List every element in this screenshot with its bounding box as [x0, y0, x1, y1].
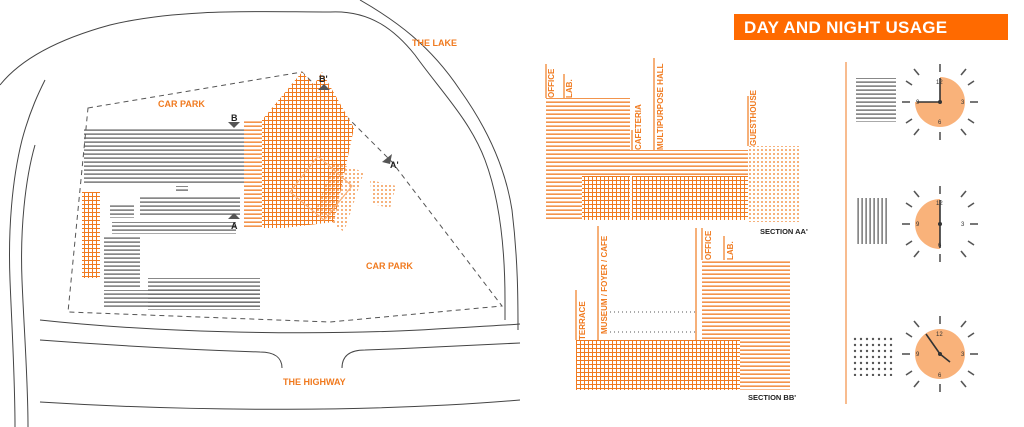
lake-label: THE LAKE	[412, 38, 457, 48]
clock-3-n6: 6	[938, 373, 942, 379]
clock-2-n3: 3	[961, 222, 965, 228]
aa-office-label: OFFICE	[547, 68, 556, 98]
clock-2: 12 3 6 9	[902, 186, 978, 262]
clock-3-n3: 3	[961, 352, 965, 358]
section-aa-caption: SECTION AA'	[760, 227, 808, 236]
clock-1-n12: 12	[936, 80, 943, 86]
clock-3-n9: 9	[916, 352, 920, 358]
section-bb: TERRACE MUSEUM / FOYER / CAFE OFFICE LAB…	[575, 226, 796, 402]
clock-2-n9: 9	[916, 222, 920, 228]
clock-3-n12: 12	[936, 332, 943, 338]
aa-cafeteria-label: CAFETERIA	[634, 104, 643, 150]
aa-lab-label: LAB.	[565, 79, 574, 98]
site-plan: B A B' A' THE LAKE CAR PARK CAR PARK THE…	[0, 0, 521, 427]
clock-2-n6: 6	[938, 243, 942, 249]
clock-3: 12 3 6 9	[902, 316, 978, 392]
clock-2-sector	[915, 199, 940, 249]
bb-terrace-label: TERRACE	[578, 301, 587, 340]
car-park-right-label: CAR PARK	[366, 261, 413, 271]
terrain-contours	[0, 0, 519, 427]
marker-a: A	[231, 221, 238, 231]
legend-pattern-horizontal	[856, 78, 896, 122]
clock-1-n3: 3	[961, 100, 965, 106]
aa-guesthouse-label: GUESTHOUSE	[749, 89, 758, 146]
section-markers	[228, 84, 392, 219]
section-bb-caption: SECTION BB'	[748, 393, 796, 402]
clock-2-n12: 12	[936, 201, 943, 207]
bb-museum-label: MUSEUM / FOYER / CAFE	[600, 235, 609, 334]
clock-1-n9: 9	[916, 100, 920, 106]
title-banner: DAY AND NIGHT USAGE	[734, 14, 1008, 40]
bb-lab-label: LAB.	[726, 241, 735, 260]
highway	[39, 319, 521, 410]
building-footprint	[82, 72, 396, 278]
legend-pattern-dots	[852, 336, 894, 376]
page-title: DAY AND NIGHT USAGE	[744, 18, 948, 37]
clock-1: 12 3 6 9	[902, 64, 978, 140]
legend-pattern-vertical	[856, 198, 888, 244]
marker-b-prime: B'	[319, 74, 328, 84]
parking-rows	[84, 127, 260, 310]
section-aa: OFFICE LAB. CAFETERIA MULTIPURPOSE HALL …	[545, 58, 808, 236]
clock-1-n6: 6	[938, 120, 942, 126]
marker-a-prime: A'	[390, 160, 399, 170]
highway-label: THE HIGHWAY	[283, 377, 346, 387]
aa-multipurpose-label: MULTIPURPOSE HALL	[656, 63, 665, 150]
car-park-top-label: CAR PARK	[158, 99, 205, 109]
bb-office-label: OFFICE	[704, 230, 713, 260]
marker-b: B	[231, 113, 238, 123]
